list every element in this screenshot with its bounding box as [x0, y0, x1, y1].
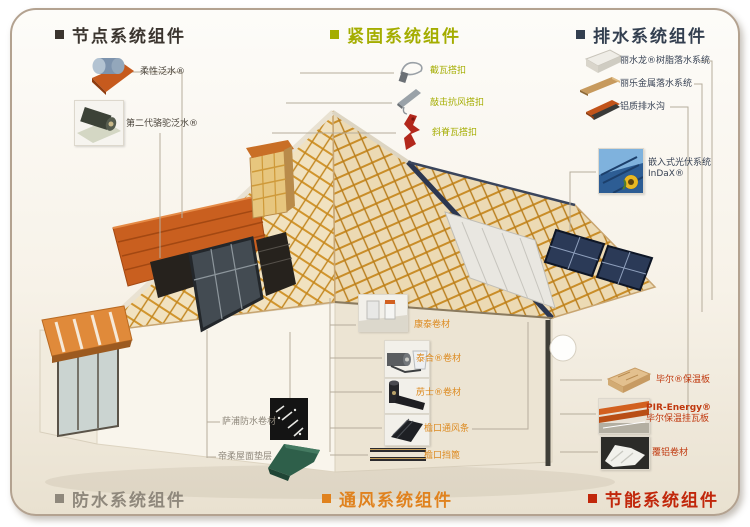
- item-label: 截瓦搭扣: [430, 66, 467, 76]
- solar-label: 嵌入式光伏系统 InDaX®: [648, 158, 711, 180]
- white-tile-patch: [444, 211, 556, 309]
- item-label: 铝质排水沟: [620, 102, 666, 112]
- resin-gutter-icon: [584, 49, 622, 73]
- solar-label-line2: InDaX®: [648, 169, 684, 179]
- insulation-board-icon: [606, 367, 652, 393]
- item-label: 斜脊瓦搭扣: [432, 128, 478, 138]
- aluminium-drain-icon: [586, 100, 620, 120]
- green-underlay-icon: [268, 444, 320, 481]
- foil-membrane-icon: [600, 436, 650, 470]
- kangtai-roll-icon: [358, 294, 408, 332]
- waterproof-membrane-icon: [270, 398, 308, 440]
- storm-clip-icon: [397, 89, 421, 115]
- item-label: 檐口通风条: [424, 424, 470, 434]
- square-bullet-icon: [55, 30, 64, 39]
- eave-comb-icon: [370, 448, 426, 461]
- section-title-fastening: 紧固系统组件: [330, 22, 461, 47]
- wire-tile-clip-icon: [398, 61, 423, 83]
- eave-vent-strip-icon: [384, 414, 430, 446]
- item-label: 第二代骆驼泛水®: [126, 119, 199, 129]
- square-bullet-icon: [330, 30, 339, 39]
- item-label: 苈士®卷材: [416, 388, 462, 398]
- chimney: [246, 140, 295, 219]
- connector-lines: [123, 60, 713, 458]
- membrane-patches: [150, 232, 296, 298]
- title-text: 防水系统组件: [72, 491, 186, 511]
- flashing-roll-icon: [92, 58, 134, 95]
- section-title-waterproof: 防水系统组件: [55, 486, 186, 511]
- camel-flashing-roll-icon: [74, 100, 124, 146]
- title-text: 排水系统组件: [593, 27, 707, 47]
- item-label: 覆铝卷材: [652, 448, 689, 458]
- pir-label-line2: 毕尔保温挂瓦板: [646, 414, 710, 424]
- section-title-node: 节点系统组件: [55, 22, 186, 47]
- solar-panels: [543, 228, 654, 292]
- section-title-ventilation: 通风系统组件: [322, 486, 453, 511]
- awning-window: [41, 305, 133, 438]
- taihe-roll-icon: [384, 340, 430, 378]
- title-text: 节点系统组件: [72, 27, 186, 47]
- dormer-window: [188, 236, 264, 333]
- metal-gutter-icon: [580, 77, 620, 96]
- section-title-energy: 节能系统组件: [588, 486, 719, 511]
- section-title-drainage: 排水系统组件: [576, 22, 707, 47]
- item-label: 帝柔屋面垫层: [218, 452, 273, 462]
- item-label: 丽水龙®树脂落水系统: [620, 56, 711, 66]
- lishi-roll-icon: [384, 378, 430, 414]
- item-label: 丽乐金属落水系统: [620, 79, 693, 89]
- square-bullet-icon: [55, 494, 64, 503]
- title-text: 紧固系统组件: [347, 27, 461, 47]
- pir-label: PIR-Energy® 毕尔保温挂瓦板: [646, 403, 711, 425]
- item-label: 康泰卷材: [414, 320, 451, 330]
- item-label: 萨浦防水卷材: [222, 417, 277, 427]
- square-bullet-icon: [588, 494, 597, 503]
- pir-tile-board-icon: [598, 398, 650, 434]
- item-label: 毕尔®保温板: [656, 375, 711, 385]
- pir-label-line1: PIR-Energy®: [646, 403, 712, 413]
- downpipe: [545, 320, 577, 466]
- ridge-cap-top: [331, 110, 410, 164]
- ridge-tile-clip-icon: [404, 114, 420, 150]
- pipe-highlight-circle: [549, 334, 577, 362]
- solar-label-line1: 嵌入式光伏系统: [648, 158, 712, 168]
- item-label: 泰合®卷材: [416, 354, 462, 364]
- item-label: 柔性泛水®: [140, 67, 186, 77]
- ground-shadow: [45, 465, 615, 499]
- square-bullet-icon: [322, 494, 331, 503]
- title-text: 节能系统组件: [605, 491, 719, 511]
- item-label: 檐口挡篦: [424, 451, 461, 461]
- item-label: 敲击抗风搭扣: [430, 98, 485, 108]
- square-bullet-icon: [576, 30, 585, 39]
- right-roof-top-edge: [407, 160, 576, 207]
- solar-photo-icon: [598, 148, 644, 194]
- title-text: 通风系统组件: [339, 491, 453, 511]
